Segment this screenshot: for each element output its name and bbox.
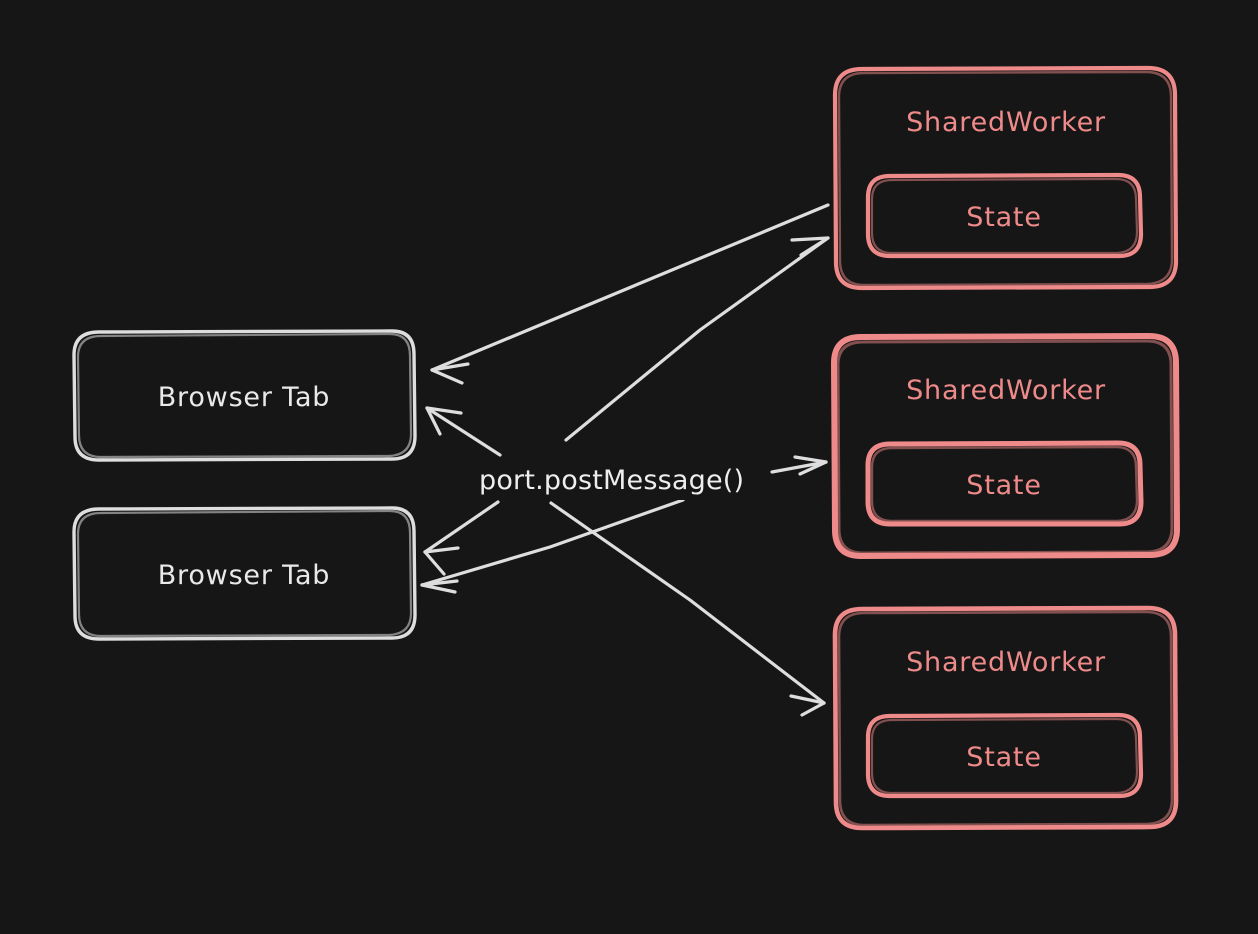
edge-center-to-tab2-upper[interactable] <box>423 500 500 576</box>
shared-worker-3-state[interactable]: State <box>865 712 1144 799</box>
edge-center-to-tab1[interactable] <box>425 406 502 457</box>
center-edge-label-backdrop <box>472 458 768 500</box>
edge-center-to-worker3[interactable] <box>549 501 826 717</box>
browser-tab-1[interactable]: Browser Tab <box>72 329 417 462</box>
shared-worker-1-state-label: State <box>966 202 1041 233</box>
browser-tab-2-label: Browser Tab <box>158 560 331 591</box>
center-edge-label-group: port.postMessage() <box>472 458 768 500</box>
shared-workers-layer: SharedWorker State SharedWorker State <box>831 65 1180 831</box>
shared-worker-2[interactable]: SharedWorker State <box>831 333 1180 559</box>
edge-center-to-worker2[interactable] <box>770 455 828 476</box>
shared-worker-1-title: SharedWorker <box>906 107 1106 138</box>
shared-worker-2-state-label: State <box>966 470 1041 501</box>
shared-worker-3-state-label: State <box>966 742 1041 773</box>
browser-tab-2[interactable]: Browser Tab <box>72 506 417 641</box>
shared-worker-3-title: SharedWorker <box>906 647 1106 678</box>
shared-worker-2-title: SharedWorker <box>906 375 1106 406</box>
shared-worker-3[interactable]: SharedWorker State <box>832 605 1179 831</box>
browser-tab-1-label: Browser Tab <box>158 382 331 413</box>
shared-worker-1-state[interactable]: State <box>865 172 1144 259</box>
shared-worker-2-state[interactable]: State <box>865 440 1144 527</box>
edge-worker1-to-tab1[interactable] <box>430 203 830 385</box>
port-post-message-label: port.postMessage() <box>479 465 744 496</box>
edge-center-to-worker1[interactable] <box>564 236 830 442</box>
edges-layer <box>420 203 830 717</box>
browser-tabs-layer: Browser Tab Browser Tab <box>72 329 417 641</box>
shared-worker-1[interactable]: SharedWorker State <box>832 65 1179 291</box>
edge-worker3-to-tab2[interactable] <box>420 498 685 594</box>
